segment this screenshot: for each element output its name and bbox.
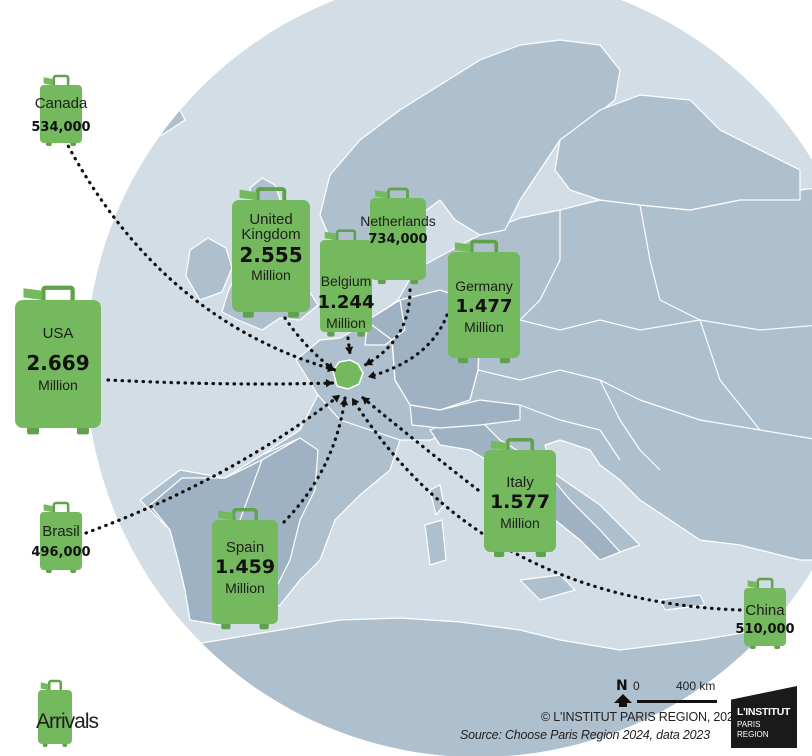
origin-name: China bbox=[745, 602, 785, 619]
country-switzerland-austria bbox=[409, 399, 521, 429]
origin-canada: Canada 534,000 bbox=[31, 74, 91, 146]
route-spain bbox=[282, 396, 347, 524]
origin-name: Belgium bbox=[321, 273, 372, 289]
origin-china: China 510,000 bbox=[735, 577, 795, 649]
origin-name: Germany bbox=[455, 278, 513, 294]
suitcase-icon bbox=[484, 438, 556, 558]
scale-distance: 400 km bbox=[676, 679, 715, 693]
route-lines bbox=[63, 138, 742, 612]
arrowhead-germany bbox=[368, 371, 376, 380]
origin-brasil: Brasil 496,000 bbox=[31, 501, 91, 573]
source-note: Source: Choose Paris Region 2024, data 2… bbox=[460, 728, 710, 742]
logo-line-2: PARIS bbox=[737, 720, 761, 729]
route-canada bbox=[63, 138, 337, 372]
origin-value: 2.555 bbox=[239, 243, 302, 267]
suitcase-icon bbox=[744, 577, 786, 649]
origin-value: 496,000 bbox=[31, 545, 90, 560]
north-arrow-icon bbox=[614, 694, 632, 707]
suitcase-icon bbox=[15, 285, 101, 435]
logo-line-1: L'INSTITUT bbox=[737, 706, 791, 718]
suitcase-icon bbox=[370, 187, 426, 285]
origin-name: Spain bbox=[226, 539, 264, 556]
copyright: © L'INSTITUT PARIS REGION, 2025 bbox=[541, 710, 741, 724]
origin-value: 534,000 bbox=[31, 120, 90, 135]
logo-line-3: REGION bbox=[737, 730, 769, 739]
scale-bar: N 0 400 km bbox=[614, 678, 717, 707]
country-borders bbox=[234, 204, 812, 561]
arrowhead-spain bbox=[339, 398, 349, 406]
origin-value: 734,000 bbox=[368, 232, 427, 247]
legend: Arrivals bbox=[36, 679, 100, 747]
route-usa bbox=[106, 378, 335, 386]
origin-unit: Million bbox=[500, 515, 540, 531]
origin-unit: Million bbox=[251, 267, 291, 283]
scale-line bbox=[637, 700, 717, 703]
ireland bbox=[185, 237, 233, 301]
suitcase-icon bbox=[40, 501, 82, 573]
arrowhead-belgium bbox=[344, 346, 354, 354]
origin-unit: Million bbox=[326, 315, 366, 331]
origin-value: 510,000 bbox=[735, 622, 794, 637]
route-italy bbox=[360, 395, 480, 492]
origin-name: Brasil bbox=[42, 523, 80, 540]
arrowhead-usa bbox=[325, 379, 333, 388]
origin-value: 2.669 bbox=[26, 351, 89, 375]
origin-unit: Million bbox=[225, 580, 265, 596]
country-belgium-netherlands bbox=[364, 299, 406, 346]
suitcase-icon bbox=[212, 508, 278, 630]
arrowhead-china bbox=[352, 398, 360, 407]
origin-netherlands: Netherlands 734,000 bbox=[360, 187, 436, 285]
luggage-markers: Canada534,000USA2.669MillionBrasil496,00… bbox=[15, 74, 795, 649]
crete bbox=[659, 594, 706, 611]
finland bbox=[554, 94, 801, 211]
suitcase-icon bbox=[40, 74, 82, 146]
arrowhead-netherlands bbox=[365, 357, 374, 366]
arrowhead-united-kingdom bbox=[325, 362, 334, 370]
route-arrowheads bbox=[325, 346, 376, 407]
origin-name: Italy bbox=[506, 474, 534, 491]
arrowhead-italy bbox=[362, 397, 371, 405]
scale-zero: 0 bbox=[633, 679, 640, 693]
origin-unit: Million bbox=[464, 319, 504, 335]
suitcase-icon bbox=[38, 679, 72, 747]
route-germany bbox=[366, 313, 449, 379]
sicily bbox=[519, 574, 576, 601]
continental-europe bbox=[139, 179, 812, 626]
origin-value: 1.577 bbox=[490, 491, 550, 513]
origin-unit: Million bbox=[38, 377, 78, 393]
north-label: N bbox=[616, 678, 628, 694]
legend-label: Arrivals bbox=[36, 710, 99, 733]
suitcase-icon bbox=[320, 229, 372, 337]
origin-name: Netherlands bbox=[360, 213, 436, 229]
suitcase-icon bbox=[232, 187, 310, 318]
ile-de-france-region-icon bbox=[332, 359, 364, 390]
route-china bbox=[350, 396, 742, 612]
origin-value: 1.244 bbox=[318, 292, 375, 313]
origin-name: USA bbox=[43, 325, 74, 342]
origin-value: 1.477 bbox=[456, 296, 513, 317]
origin-name: Canada bbox=[35, 95, 88, 112]
suitcase-icon bbox=[448, 239, 520, 364]
origin-value: 1.459 bbox=[215, 556, 275, 578]
route-brasil bbox=[84, 393, 342, 535]
sardinia bbox=[424, 519, 447, 566]
arrowhead-brasil bbox=[331, 395, 340, 403]
